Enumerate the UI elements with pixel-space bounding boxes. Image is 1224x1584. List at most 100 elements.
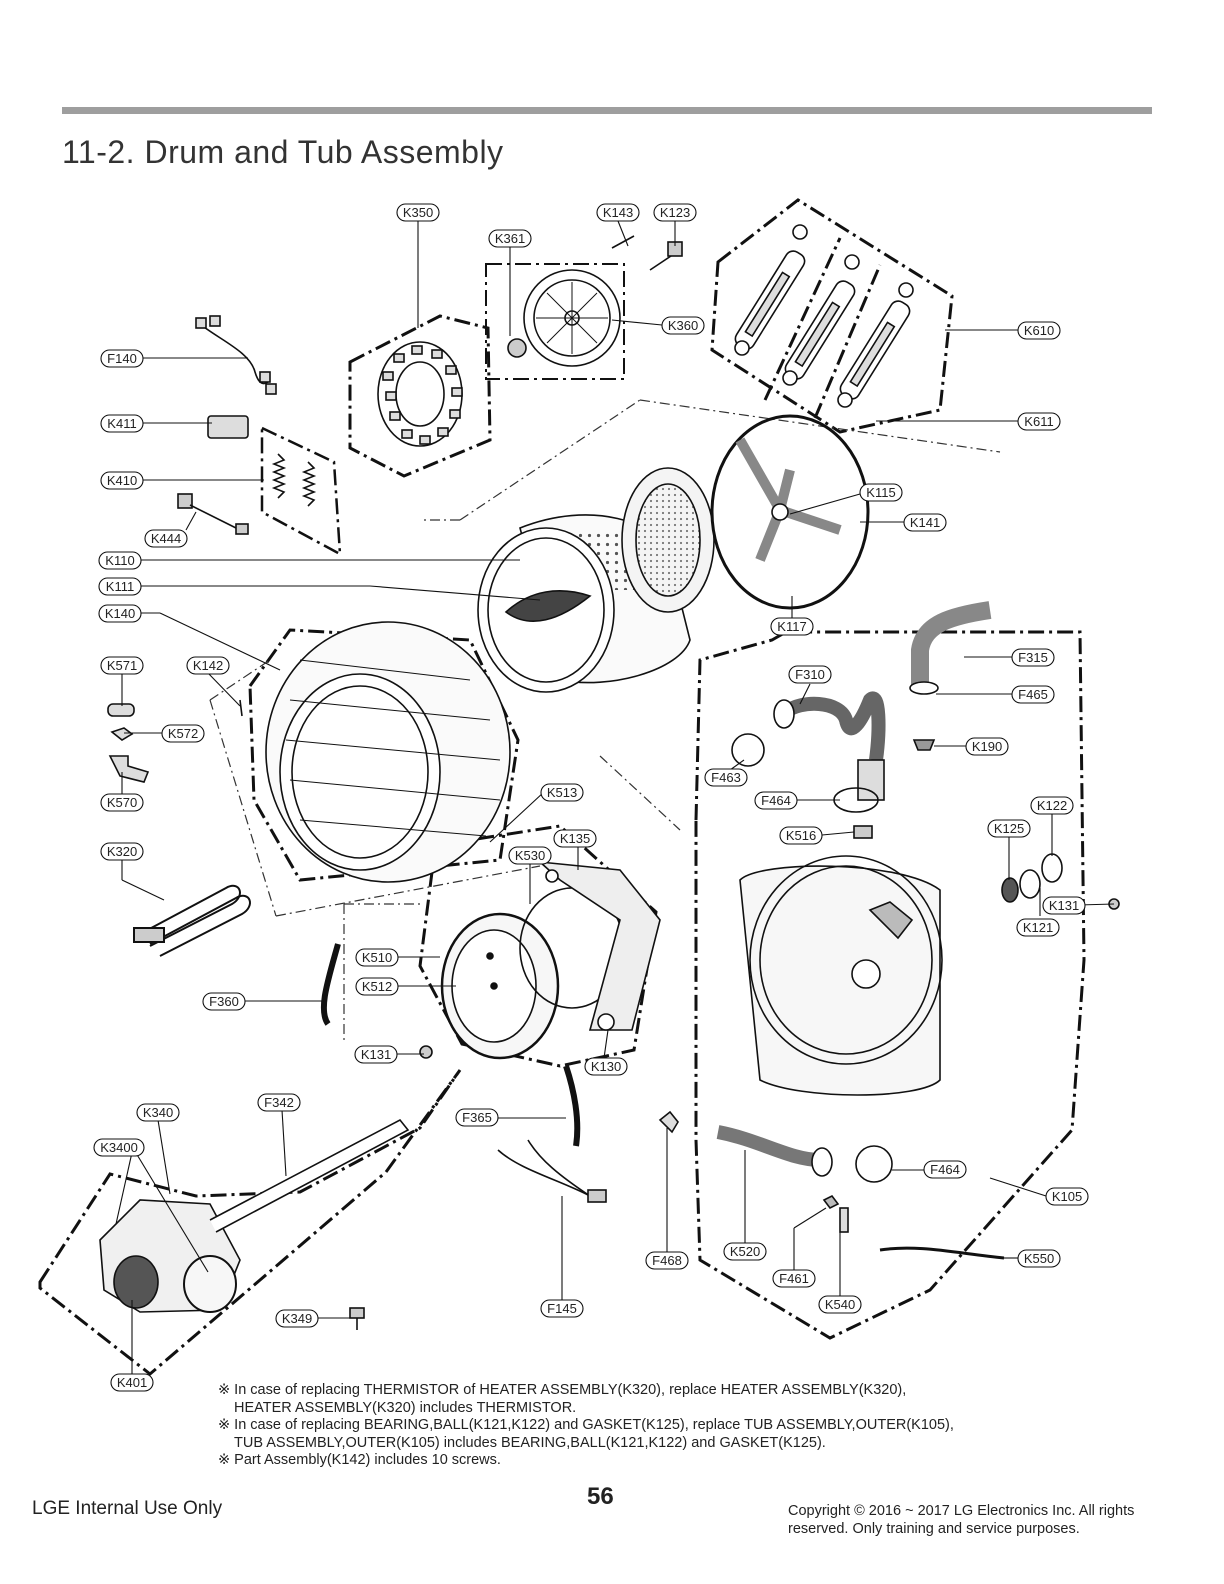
callout-f315: F315: [1011, 648, 1055, 667]
svg-text:K540: K540: [825, 1297, 855, 1312]
callout-k117: K117: [770, 617, 814, 636]
svg-text:K340: K340: [143, 1105, 173, 1120]
callout-k444: K444: [144, 529, 188, 548]
svg-text:F461: F461: [779, 1271, 809, 1286]
svg-text:K105: K105: [1052, 1189, 1082, 1204]
hose-f365-drawing: [563, 1065, 581, 1147]
damper-divider-1: [763, 237, 842, 401]
callout-k611: K611: [1017, 412, 1061, 431]
callout-k141: K141: [903, 513, 947, 532]
svg-text:K140: K140: [105, 606, 135, 621]
callout-k510: K510: [355, 948, 399, 967]
svg-text:K510: K510: [362, 950, 392, 965]
svg-text:F468: F468: [652, 1253, 682, 1268]
callout-f464-upper: F464: [754, 791, 798, 810]
svg-text:F310: F310: [795, 667, 825, 682]
callout-labels: K350 K143 K123 K361 K360 K610 K611 F140 …: [93, 203, 1089, 1392]
sensor-k444-drawing: [177, 493, 249, 535]
leader-lines: [115, 220, 1115, 1374]
svg-text:K410: K410: [107, 473, 137, 488]
guide-lines: [209, 399, 1001, 1042]
clip-k411-drawing: [207, 415, 249, 439]
hose-f360-drawing: [320, 943, 341, 1026]
note-1-line-1: ※ In case of replacing THERMISTOR of HEA…: [218, 1382, 907, 1398]
heater-k320-drawing: [133, 885, 251, 957]
callout-k131-left: K131: [354, 1045, 398, 1064]
svg-text:K122: K122: [1037, 798, 1067, 813]
hose-f310-drawing: [781, 691, 886, 761]
note-2-line-2: TUB ASSEMBLY,OUTER(K105) includes BEARIN…: [234, 1434, 826, 1451]
callout-k110: K110: [98, 551, 142, 570]
rotor-drawing: [507, 235, 683, 367]
pump-group-outline: [38, 1069, 462, 1376]
callout-k130: K130: [584, 1057, 628, 1076]
clamp-f463-drawing: [731, 733, 765, 767]
svg-text:K142: K142: [193, 658, 223, 673]
stator-drawing: [377, 341, 463, 447]
clamp-f464-lower-drawing: [855, 1145, 893, 1183]
section-title: 11-2. Drum and Tub Assembly: [62, 134, 504, 170]
notes-block: ※ In case of replacing THERMISTOR of HEA…: [218, 1382, 954, 1470]
callout-k411: K411: [100, 414, 144, 433]
callout-k3400: K3400: [93, 1138, 145, 1157]
svg-text:K110: K110: [105, 553, 134, 568]
spring-k410-drawing: [271, 453, 317, 507]
tub-back-group-outline: [694, 630, 1086, 1340]
pipe-f315-ring: [909, 681, 939, 695]
svg-text:K111: K111: [106, 579, 134, 594]
callout-k131-right: K131: [1042, 896, 1086, 915]
callout-k135: K135: [553, 829, 597, 848]
svg-text:K444: K444: [151, 531, 181, 546]
callout-k340: K340: [136, 1103, 180, 1122]
part-k190-drawing: [912, 739, 936, 751]
svg-text:K141: K141: [910, 515, 940, 530]
harness-f145-drawing: [497, 1139, 607, 1203]
svg-text:K611: K611: [1024, 414, 1053, 429]
svg-text:K516: K516: [786, 828, 816, 843]
hose-bellows-drawing: [857, 759, 885, 801]
svg-text:F342: F342: [264, 1095, 294, 1110]
drum-back-drawing: [621, 414, 870, 613]
note-2-line-1: ※ In case of replacing BEARING,BALL(K121…: [218, 1417, 954, 1433]
callout-k572: K572: [161, 724, 205, 743]
callout-k570: K570: [100, 793, 144, 812]
svg-text:K610: K610: [1024, 323, 1054, 338]
callout-k571: K571: [100, 656, 144, 675]
part-f461-drawing: [822, 1194, 840, 1210]
svg-text:F140: F140: [107, 351, 137, 366]
callout-f365: F365: [455, 1108, 499, 1127]
svg-text:K121: K121: [1023, 920, 1053, 935]
copyright-line-1: Copyright © 2016 ~ 2017 LG Electronics I…: [788, 1503, 1135, 1519]
hose-k520-end: [811, 1147, 833, 1177]
callout-f310: F310: [788, 665, 832, 684]
callout-k121: K121: [1016, 918, 1060, 937]
svg-text:K401: K401: [117, 1375, 147, 1390]
copyright-line-2: reserved. Only training and service purp…: [788, 1521, 1080, 1537]
callout-k520: K520: [723, 1242, 767, 1261]
svg-text:K361: K361: [495, 231, 525, 246]
tub-back-drawing: [739, 855, 943, 1096]
svg-text:K131: K131: [361, 1047, 391, 1062]
callout-k401: K401: [110, 1373, 154, 1392]
guide-line-4: [209, 659, 271, 701]
damper-group-outline: [710, 198, 954, 434]
callout-k125: K125: [987, 819, 1031, 838]
callout-k410: K410: [100, 471, 144, 490]
callout-f360: F360: [202, 992, 246, 1011]
callout-k115: K115: [859, 483, 903, 502]
spring-group-outline: [260, 426, 342, 557]
tub-front-drawing: [265, 621, 511, 883]
svg-text:K520: K520: [730, 1244, 760, 1259]
svg-text:K411: K411: [107, 416, 136, 431]
drain-pump-drawing: [99, 1118, 410, 1313]
svg-text:K512: K512: [362, 979, 392, 994]
svg-text:K571: K571: [107, 658, 137, 673]
callout-f342: F342: [257, 1093, 301, 1112]
header-rule: [62, 107, 1152, 114]
svg-text:F464: F464: [761, 793, 791, 808]
screw-k349-drawing: [349, 1307, 365, 1330]
part-k516-drawing: [853, 825, 873, 839]
small-fittings-drawing: [107, 699, 243, 783]
page-number: 56: [587, 1483, 614, 1510]
